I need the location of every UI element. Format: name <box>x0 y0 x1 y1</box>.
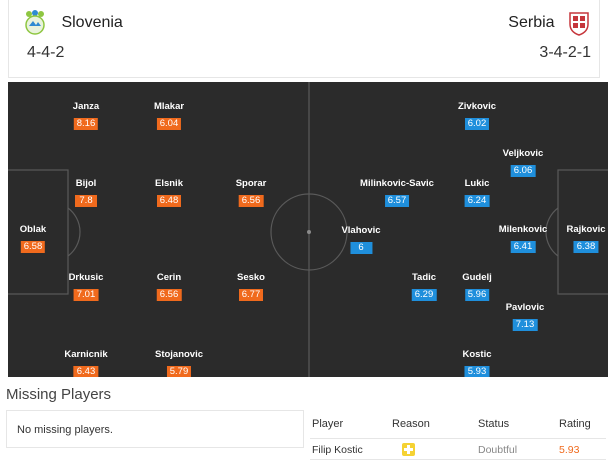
player-rating: 5.96 <box>464 289 490 301</box>
column-player: Player <box>312 418 344 430</box>
table-row[interactable]: Filip Kostic Doubtful 5.93 <box>310 438 606 460</box>
player-rating: 6.02 <box>464 118 490 130</box>
player-name: Zivkovic <box>457 101 497 112</box>
player-rating: 6.58 <box>20 241 46 253</box>
player-rating: 6.57 <box>384 195 410 207</box>
player-rating: 7.01 <box>73 289 99 301</box>
player-mlakar[interactable]: Mlakar 6.04 <box>154 101 184 131</box>
player-bijol[interactable]: Bijol 7.8 <box>75 178 97 208</box>
player-name: Bijol <box>75 178 97 189</box>
away-formation: 3-4-2-1 <box>539 44 591 61</box>
player-lukic[interactable]: Lukic 6.24 <box>464 178 490 208</box>
player-rating: 6.24 <box>464 195 490 207</box>
away-team-name: Serbia <box>508 14 555 31</box>
player-name: Vlahovic <box>341 225 381 236</box>
player-name: Sporar <box>235 178 267 189</box>
column-reason: Reason <box>392 418 430 430</box>
player-milenkovic[interactable]: Milenkovic 6.41 <box>498 224 548 254</box>
player-sesko[interactable]: Sesko 6.77 <box>237 272 265 302</box>
player-rating: 7.8 <box>75 195 97 207</box>
player-rating: 5.93 <box>464 366 490 377</box>
home-missing-message: No missing players. <box>6 410 304 448</box>
player-milinkovic-savic[interactable]: Milinkovic-Savic 6.57 <box>360 178 434 208</box>
player-rajkovic[interactable]: Rajkovic 6.38 <box>566 224 606 254</box>
player-rating: 6.56 <box>156 289 182 301</box>
away-team[interactable]: Serbia <box>508 10 591 36</box>
home-team[interactable]: Slovenia <box>23 10 123 36</box>
player-vlahovic[interactable]: Vlahovic 6 <box>341 225 381 255</box>
player-elsnik[interactable]: Elsnik 6.48 <box>155 178 183 208</box>
player-name: Elsnik <box>155 178 183 189</box>
player-oblak[interactable]: Oblak 6.58 <box>20 224 46 254</box>
player-kostic[interactable]: Kostic 5.93 <box>462 349 492 377</box>
player-name: Tadic <box>411 272 437 283</box>
player-zivkovic[interactable]: Zivkovic 6.02 <box>458 101 496 131</box>
player-rating: 6.77 <box>238 289 264 301</box>
player-name: Stojanovic <box>154 349 204 360</box>
player-rating: 6.06 <box>510 165 536 177</box>
player-rating: 6.04 <box>156 118 182 130</box>
pitch: Oblak 6.58 Janza 8.16 Bijol 7.8 Drkusic … <box>8 82 608 377</box>
player-name: Milenkovic <box>498 224 548 235</box>
pitch-lines <box>8 82 608 377</box>
player-rating: 6.43 <box>73 366 99 377</box>
home-team-name: Slovenia <box>61 14 123 31</box>
player-name: Rajkovic <box>566 224 606 235</box>
player-rating: 6.41 <box>510 241 536 253</box>
player-name: Milinkovic-Savic <box>360 178 434 189</box>
player-name: Mlakar <box>153 101 185 112</box>
player-rating: 7.13 <box>512 319 538 331</box>
player-name: Oblak <box>19 224 47 235</box>
player-name: Pavlovic <box>505 302 545 313</box>
player-pavlovic[interactable]: Pavlovic 7.13 <box>505 302 545 332</box>
player-veljkovic[interactable]: Veljkovic 6.06 <box>502 148 544 178</box>
player-rating: 6 <box>349 242 372 254</box>
player-rating: 6.38 <box>573 241 599 253</box>
missing-table-header: Player Reason Status Rating <box>310 410 606 438</box>
player-name: Veljkovic <box>502 148 544 159</box>
player-name: Cerin <box>156 272 182 283</box>
match-header: Slovenia Serbia 4-4-2 3-4-2-1 <box>8 0 600 78</box>
player-rating: 5.79 <box>166 366 192 377</box>
player-gudelj[interactable]: Gudelj 5.96 <box>462 272 492 302</box>
missing-player-rating: 5.93 <box>559 444 580 456</box>
column-status: Status <box>478 418 510 430</box>
serbia-crest-icon <box>569 12 589 36</box>
player-name: Karnicnik <box>64 349 108 360</box>
player-janza[interactable]: Janza 8.16 <box>73 101 99 131</box>
missing-player-status: Doubtful <box>478 444 518 456</box>
missing-players-title: Missing Players <box>6 386 112 403</box>
missing-player-name: Filip Kostic <box>312 444 363 456</box>
player-rating: 6.56 <box>238 195 264 207</box>
player-name: Drkusic <box>68 272 104 283</box>
player-cerin[interactable]: Cerin 6.56 <box>156 272 182 302</box>
injury-cross-icon <box>402 443 415 456</box>
player-rating: 6.48 <box>156 195 182 207</box>
player-name: Lukic <box>464 178 490 189</box>
player-tadic[interactable]: Tadic 6.29 <box>411 272 437 302</box>
player-name: Kostic <box>462 349 492 360</box>
player-rating: 8.16 <box>73 118 99 130</box>
player-name: Gudelj <box>462 272 492 283</box>
player-rating: 6.29 <box>411 289 437 301</box>
player-name: Sesko <box>237 272 265 283</box>
column-rating: Rating <box>559 418 591 430</box>
player-karnicnik[interactable]: Karnicnik 6.43 <box>64 349 108 377</box>
player-stojanovic[interactable]: Stojanovic 5.79 <box>155 349 203 377</box>
player-name: Janza <box>72 101 100 112</box>
player-drkusic[interactable]: Drkusic 7.01 <box>68 272 104 302</box>
player-sporar[interactable]: Sporar 6.56 <box>235 178 267 208</box>
slovenia-crest-icon <box>25 10 45 35</box>
home-formation: 4-4-2 <box>27 44 65 61</box>
